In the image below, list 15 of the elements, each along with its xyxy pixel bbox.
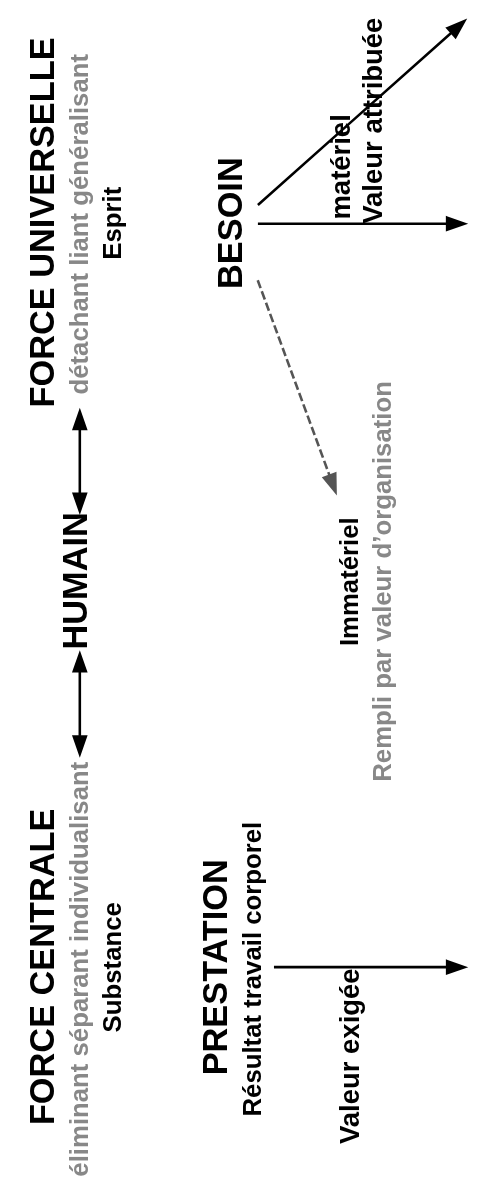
node-text: HUMAIN: [55, 512, 94, 650]
arrow: [256, 279, 337, 496]
arrow: [257, 18, 468, 206]
edge-label: matériel: [325, 114, 357, 220]
node-text: BESOIN: [211, 157, 250, 289]
edge-label: Valeur attribuée: [356, 17, 388, 224]
node-text: PRESTATION Résultat travail corporel: [195, 821, 266, 1117]
arrow: [72, 650, 88, 758]
arrow: [257, 215, 469, 232]
node-text: FORCE CENTRALE éliminant séparant individualisant Substance: [23, 761, 127, 1177]
arrow: [273, 959, 469, 975]
node-text: Immatériel Rempli par valeur d’organisation: [334, 381, 396, 782]
edge-label: Valeur exigée: [333, 968, 365, 1144]
node-text: FORCE UNIVERSELLE détachant liant généralisant Esprit: [23, 37, 127, 408]
arrow: [72, 407, 88, 515]
